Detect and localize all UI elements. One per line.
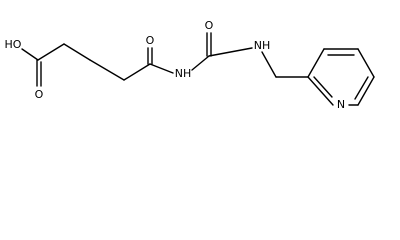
bond-c2-c3	[63, 43, 91, 61]
ring-bond-n-c2	[307, 76, 334, 106]
amide-oxygen-label: O	[146, 34, 155, 47]
ring-double-left	[313, 76, 333, 98]
imide-nitrogen-label: NH	[175, 67, 192, 80]
amine-nitrogen-label: NH	[254, 39, 271, 52]
hydroxyl-label: HO	[5, 38, 22, 51]
carboxyl-oxygen-label: O	[35, 88, 44, 101]
bond-c5-n1	[149, 63, 174, 74]
urea-oxygen-label: O	[205, 19, 214, 32]
bond-c6-n2	[208, 47, 253, 57]
ring-double-right	[354, 76, 369, 100]
bond-c4-c5	[123, 63, 151, 81]
pyridine-nitrogen-label: N	[337, 98, 345, 111]
ring-bond-c4-c5	[357, 48, 375, 78]
bond-n2-ch2	[261, 51, 277, 78]
bond-c1-c2	[37, 43, 65, 61]
ring-bond-c5-c6	[357, 76, 375, 106]
bond-oh-c1	[21, 48, 39, 61]
bond-n1-c6	[191, 55, 210, 71]
bond-c3-c4	[89, 59, 125, 81]
structure-svg: HO O O NH O NH N	[5, 19, 375, 111]
ring-bond-c2-c3	[307, 48, 325, 78]
molecule-diagram: HO O O NH O NH N	[4, 19, 375, 111]
